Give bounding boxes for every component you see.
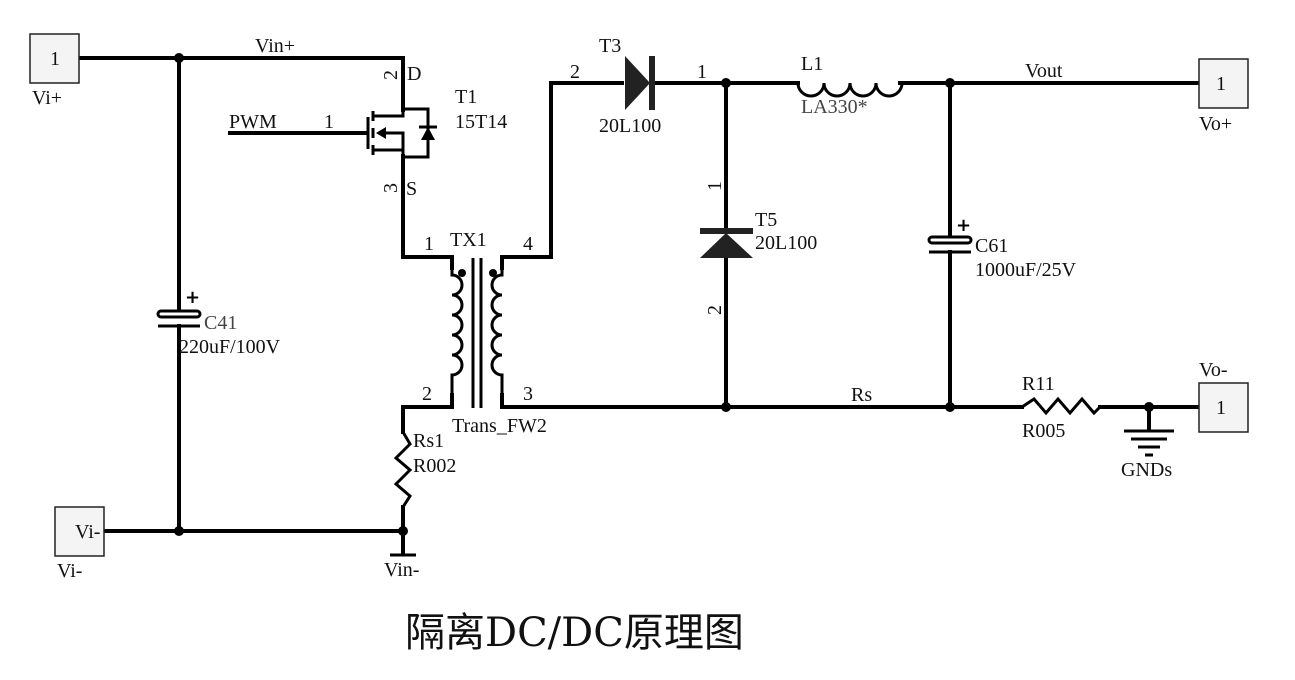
wire-rs	[500, 393, 1024, 409]
capacitor-c61[interactable]: + C61 1000uF/25V	[927, 215, 1077, 281]
polarity-plus-icon: +	[956, 215, 971, 236]
net-label-rs: Rs	[851, 384, 872, 406]
pin-number: 3	[380, 183, 402, 193]
value-label: R002	[413, 455, 456, 477]
port-vo-plus[interactable]: 1 Vo+	[1198, 58, 1249, 135]
diode-icon	[700, 233, 753, 258]
pin-number: 2	[570, 61, 580, 83]
zener-diode-icon	[421, 127, 435, 140]
inductor-coil	[796, 82, 904, 98]
ref-label: C41	[204, 312, 237, 334]
polarity-plus-icon: +	[185, 287, 200, 308]
diagram-title: 隔离DC/DC原理图	[405, 610, 744, 656]
pin-number: 2	[380, 70, 402, 80]
inductor-l1[interactable]: L1 LA330*	[796, 53, 904, 118]
ground-gnds-icon	[1124, 429, 1174, 457]
port-pin: 1	[1216, 397, 1226, 419]
ref-label: C61	[975, 235, 1008, 257]
value-label: 15T14	[455, 111, 507, 133]
resistor-r11[interactable]: R11 R005	[1021, 373, 1102, 442]
secondary-winding	[490, 268, 504, 395]
pin-number: 3	[523, 383, 533, 405]
polarity-dot	[458, 269, 466, 277]
net-label-vin-minus: Vin-	[384, 559, 419, 581]
pin-number: 1	[697, 61, 707, 83]
resistor-zigzag	[393, 431, 413, 508]
port-label: Vo+	[1199, 113, 1232, 135]
pin-number: 1	[704, 181, 726, 191]
value-label: LA330*	[801, 96, 868, 118]
wire-tx1-t3	[500, 81, 624, 270]
diode-t3[interactable]: T3 2 1 20L100	[570, 35, 707, 137]
net-label-pwm: PWM	[229, 111, 277, 133]
junction-dot	[721, 78, 731, 88]
value-label: 220uF/100V	[179, 336, 281, 358]
resistor-rs1[interactable]: Rs1 R002	[393, 430, 456, 508]
pin-number: 1	[324, 111, 334, 133]
transformer-core	[471, 258, 483, 408]
pin-number: 1	[424, 233, 434, 255]
pin-number: 4	[523, 233, 533, 255]
net-label-vout: Vout	[1025, 60, 1063, 82]
diode-icon	[625, 56, 650, 110]
value-label: 20L100	[755, 232, 817, 254]
primary-winding	[450, 268, 464, 395]
ref-label: T3	[599, 35, 621, 57]
wire-tx1-rs1	[401, 393, 454, 434]
value-label: Trans_FW2	[452, 415, 547, 437]
ref-label: T1	[455, 86, 477, 108]
capacitor-c41[interactable]: + C41 220uF/100V	[156, 287, 281, 358]
port-vi-minus[interactable]: Vi- Vi-	[54, 506, 105, 582]
ref-label: R11	[1022, 373, 1055, 395]
diode-t5[interactable]: 1 2 T5 20L100	[700, 181, 817, 315]
wire-vin-plus	[78, 56, 405, 112]
junction-dot	[1144, 402, 1154, 412]
port-pin: Vi-	[75, 521, 100, 543]
pin-number: 2	[422, 383, 432, 405]
polarity-dot	[489, 269, 497, 277]
wire-source-tx1	[401, 154, 454, 270]
value-label: 1000uF/25V	[975, 259, 1077, 281]
value-label: 20L100	[599, 115, 661, 137]
ref-label: TX1	[450, 229, 487, 251]
junction-dot	[945, 402, 955, 412]
source-label: S	[406, 178, 417, 200]
pin-number: 2	[704, 305, 726, 315]
port-vo-minus[interactable]: 1 Vo-	[1198, 359, 1249, 433]
ref-label: T5	[755, 209, 777, 231]
mosfet-arrow-icon	[376, 127, 386, 139]
junction-dot	[174, 53, 184, 63]
port-label: Vi+	[32, 87, 62, 109]
junction-dot	[174, 526, 184, 536]
net-label-vin-plus: Vin+	[255, 35, 295, 57]
port-pin: 1	[1216, 73, 1226, 95]
port-label: Vi-	[57, 560, 82, 582]
port-vi-plus[interactable]: 1 Vi+	[29, 33, 80, 109]
junction-dot	[721, 402, 731, 412]
ref-label: Rs1	[413, 430, 444, 452]
value-label: R005	[1022, 420, 1065, 442]
junction-dot	[945, 78, 955, 88]
resistor-zigzag	[1021, 396, 1102, 416]
port-pin: 1	[50, 48, 60, 70]
junction-dot	[398, 526, 408, 536]
ref-label: L1	[801, 53, 823, 75]
transformer-tx1[interactable]: TX1 1 4 2 3 Trans_FW2	[422, 229, 547, 437]
junctions	[174, 53, 1154, 536]
drain-label: D	[407, 63, 421, 85]
mosfet-t1[interactable]: 1 D S 2 3 T1 15T14	[324, 63, 507, 200]
port-label: Vo-	[1199, 359, 1228, 381]
net-label-gnds: GNDs	[1121, 459, 1172, 481]
